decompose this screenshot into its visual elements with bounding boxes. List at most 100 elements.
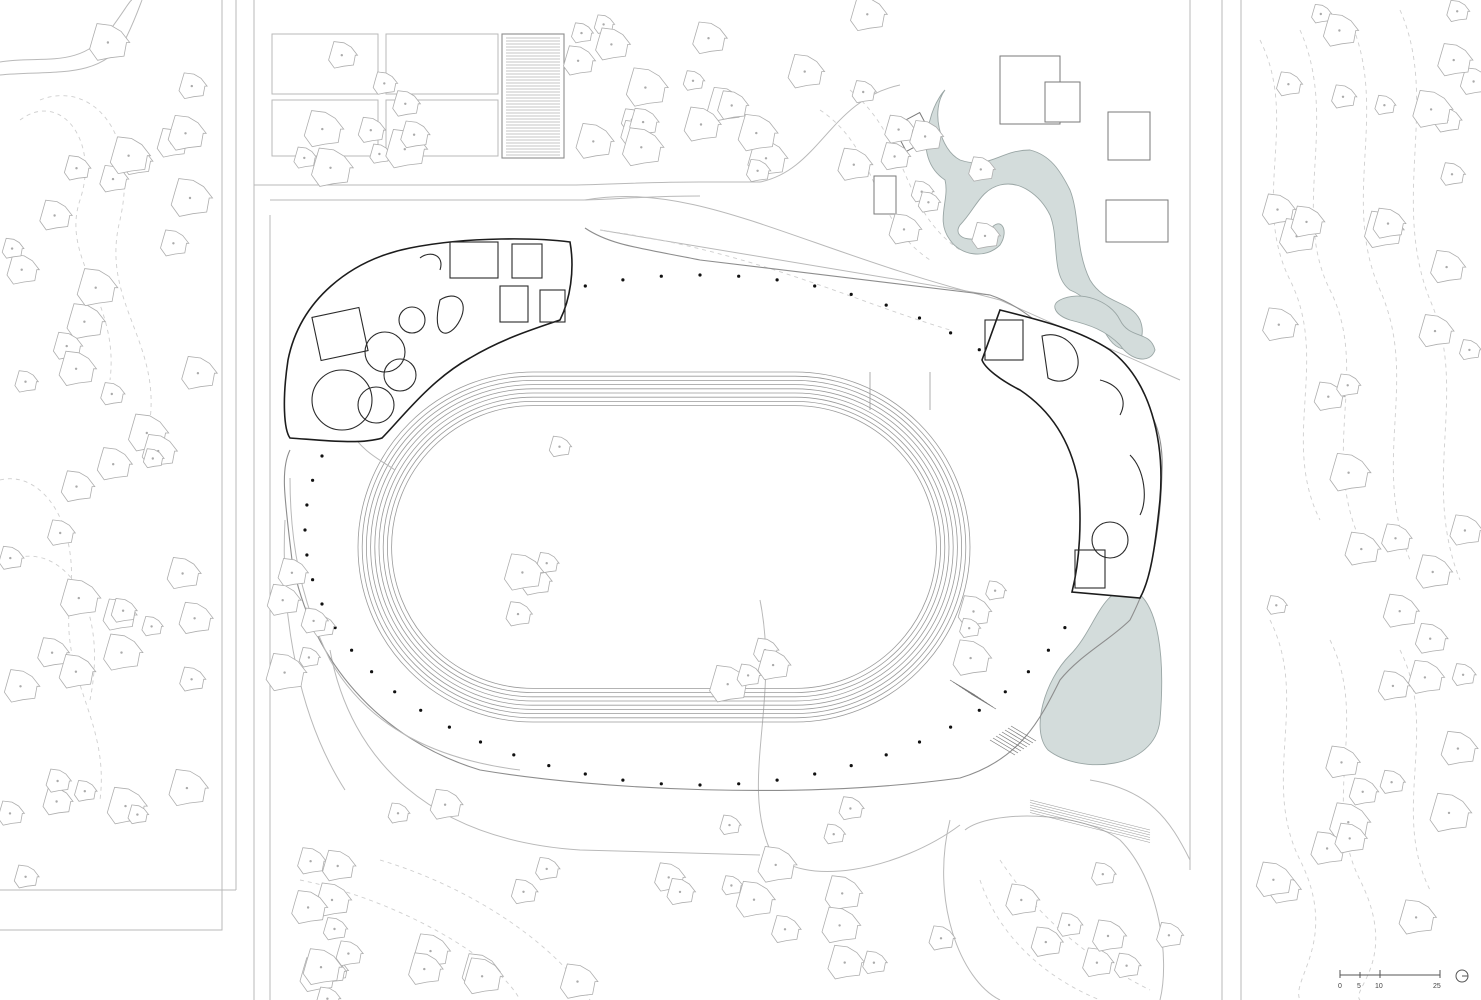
tree: [1290, 205, 1326, 238]
tree: [47, 519, 77, 546]
column-dot: [478, 740, 483, 744]
tree: [166, 557, 202, 590]
tree: [1322, 13, 1360, 47]
tree: [1325, 745, 1362, 779]
pond-lake: [1039, 587, 1163, 766]
tree: [1331, 84, 1358, 109]
scale-tick-0: 0: [1338, 983, 1342, 990]
tree: [1329, 452, 1372, 492]
tree: [1418, 314, 1455, 348]
tree: [787, 53, 826, 89]
column-dot: [1063, 626, 1067, 630]
column-dot: [659, 782, 663, 786]
scale-tick-25: 25: [1433, 983, 1441, 990]
tree: [1030, 926, 1065, 957]
column-dot: [949, 725, 953, 729]
column-dot: [884, 303, 888, 307]
track-lane: [391, 405, 937, 689]
water-bodies: [925, 89, 1163, 766]
tree: [952, 639, 993, 676]
tree: [757, 649, 792, 681]
tree: [692, 21, 729, 55]
tree: [39, 199, 74, 231]
tree: [1459, 67, 1481, 95]
tree: [63, 155, 92, 181]
tree: [0, 800, 26, 826]
tree: [89, 23, 131, 61]
tree: [463, 957, 505, 995]
tree: [928, 925, 957, 951]
tree: [717, 90, 750, 120]
column-dot: [447, 725, 451, 729]
tree: [1414, 622, 1449, 654]
tree: [76, 268, 119, 307]
tree: [884, 114, 917, 144]
tree: [302, 948, 344, 985]
column-dot: [311, 578, 315, 582]
column-dot: [621, 778, 625, 782]
column-dot: [350, 648, 354, 652]
scale-tick-5: 5: [1357, 983, 1361, 990]
track-lane: [382, 396, 946, 698]
column-dot: [311, 478, 315, 482]
column-dot: [849, 764, 853, 768]
column-dot: [849, 292, 853, 296]
track-lane: [357, 371, 971, 723]
column-dot: [775, 278, 779, 282]
tree: [1114, 952, 1142, 979]
tree: [1082, 947, 1115, 978]
tree: [400, 120, 431, 149]
tree: [771, 915, 802, 943]
column-dot: [737, 782, 741, 786]
column-dot: [813, 772, 817, 776]
stream-east: [1054, 295, 1156, 360]
column-dot: [419, 708, 423, 712]
tree: [1382, 593, 1421, 628]
tree: [1348, 777, 1380, 806]
tree: [622, 127, 665, 167]
column-dot: [547, 764, 551, 768]
track-lane: [378, 392, 950, 702]
track-lane: [386, 400, 942, 694]
tree: [1156, 922, 1185, 948]
tree: [625, 67, 670, 107]
tree: [42, 786, 74, 816]
tree: [909, 120, 945, 153]
tree: [1262, 307, 1300, 342]
column-dot: [512, 753, 516, 757]
tree: [291, 890, 329, 924]
tree: [0, 545, 25, 570]
garden-plots: [271, 33, 565, 159]
tree: [505, 601, 534, 627]
tree: [1276, 71, 1304, 97]
east-pavilion: [981, 309, 1162, 599]
column-dot: [884, 753, 888, 757]
stairs: [949, 679, 1151, 843]
tree: [827, 944, 866, 980]
tree: [392, 90, 422, 117]
column-dot: [305, 553, 309, 557]
tree: [266, 583, 302, 616]
column-dot: [813, 284, 817, 288]
column-dot: [1026, 670, 1030, 674]
column-dot: [659, 274, 663, 278]
running-track: [357, 371, 971, 723]
track-lane: [374, 388, 954, 706]
tree: [160, 229, 190, 257]
tree: [1344, 531, 1382, 566]
tree: [1255, 861, 1295, 897]
tree: [322, 849, 357, 882]
column-dot: [977, 708, 981, 712]
tree: [683, 106, 723, 142]
tree: [1381, 523, 1413, 553]
tree: [429, 788, 464, 820]
tree: [1440, 730, 1479, 766]
tree: [1429, 792, 1473, 832]
tree: [316, 986, 342, 1000]
tree: [1092, 919, 1128, 952]
column-dot: [698, 783, 702, 787]
tree: [265, 653, 308, 692]
tree: [757, 846, 798, 883]
tree: [1437, 43, 1474, 77]
